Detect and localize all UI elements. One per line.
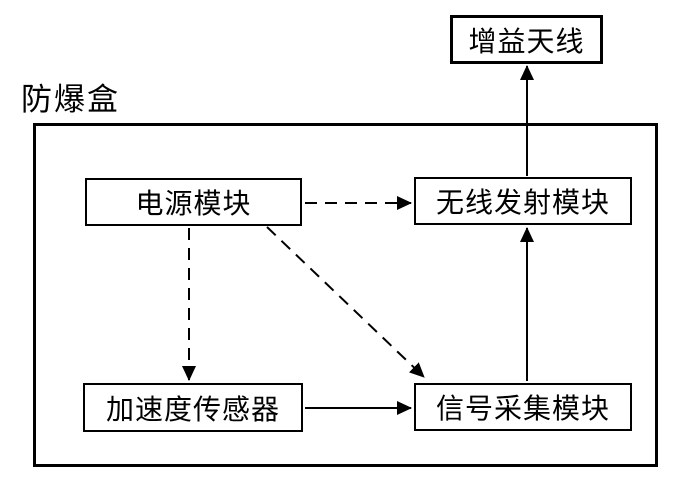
explosion-proof-box-outline [33, 123, 658, 467]
explosion-proof-box-label: 防爆盒 [21, 82, 120, 117]
node-gain-antenna: 增益天线 [450, 15, 603, 64]
node-signal-acquisition-module: 信号采集模块 [414, 383, 632, 431]
node-power-module: 电源模块 [85, 178, 302, 226]
node-acceleration-sensor: 加速度传感器 [83, 383, 303, 432]
node-wireless-transmit-module: 无线发射模块 [414, 177, 632, 225]
